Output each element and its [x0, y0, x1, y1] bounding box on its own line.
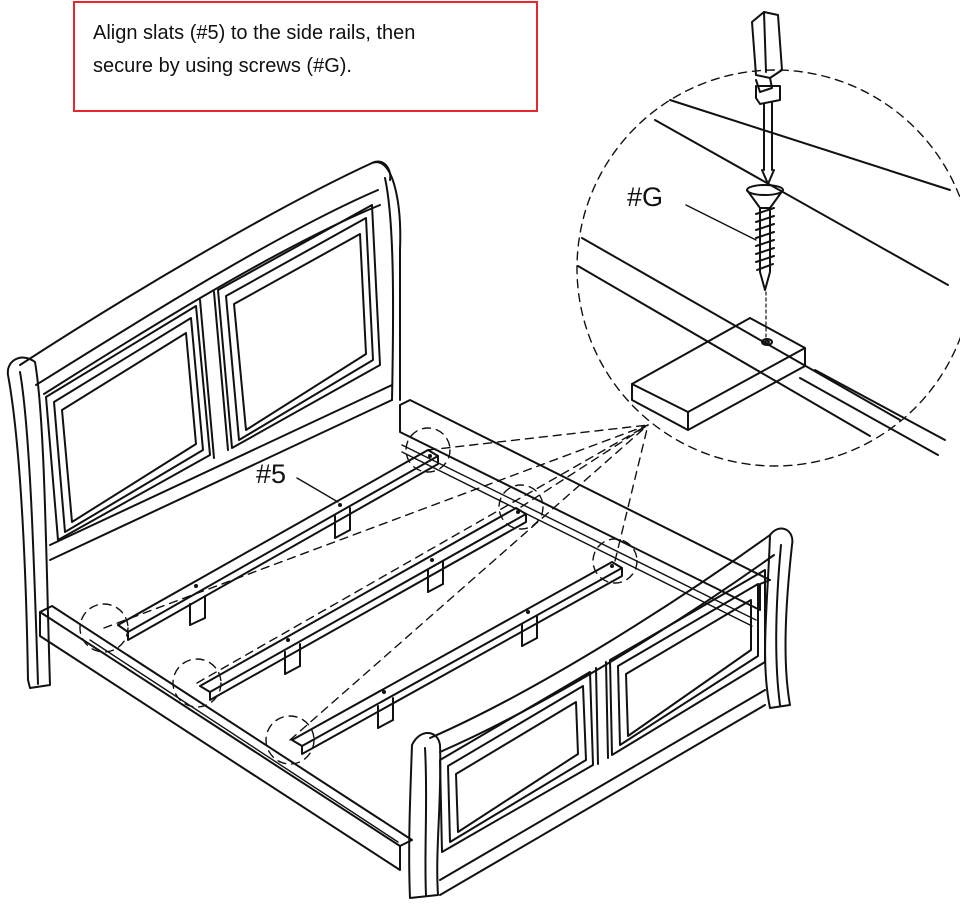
screwdriver-icon: [752, 12, 782, 184]
magnified-detail-circle: [577, 70, 960, 466]
footboard-panel-left: [440, 672, 593, 852]
slat: [200, 508, 526, 700]
footboard: [409, 528, 792, 898]
detail-circle: [499, 485, 543, 529]
leader-g: [686, 205, 756, 240]
headboard-panel-left: [46, 306, 210, 540]
detail-circle: [593, 539, 637, 583]
headboard-right-post: [372, 162, 400, 400]
slat: [118, 450, 438, 640]
headboard: [8, 161, 400, 688]
headboard-panel-right: [218, 205, 380, 448]
side-rail-right: [400, 400, 770, 626]
instruction-line-2: secure by using screws (#G).: [93, 55, 352, 77]
instruction-callout: Align slats (#5) to the side rails, then…: [73, 1, 538, 112]
footboard-panel-right: [610, 570, 765, 755]
instruction-line-1: Align slats (#5) to the side rails, then: [93, 22, 416, 44]
detail-circle: [406, 428, 450, 472]
slat-label: #5: [256, 459, 287, 489]
detail-circle: [80, 604, 128, 652]
screw-icon: [747, 185, 783, 338]
headboard-left-post: [8, 358, 50, 688]
footboard-right-post: [765, 528, 792, 708]
detail-circle: [173, 659, 221, 707]
leader-5: [297, 478, 338, 502]
screw-label: #G: [627, 182, 664, 212]
slat: [292, 562, 622, 754]
magnified-detail: [578, 100, 950, 455]
detail-circle: [266, 716, 314, 764]
slats: [118, 450, 622, 754]
side-rail-left: [40, 606, 412, 870]
headboard-crest: [20, 161, 390, 365]
